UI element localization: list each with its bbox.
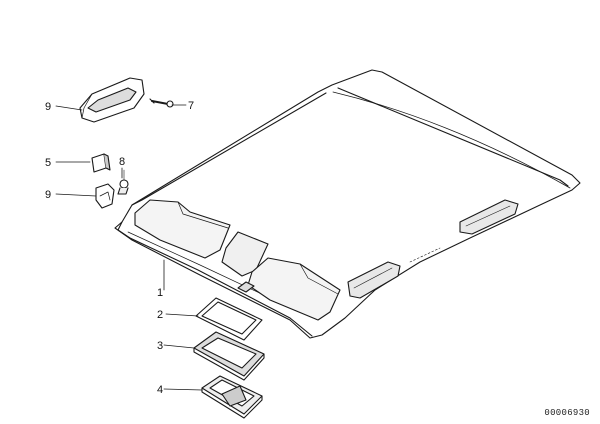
callout-2: 2 <box>157 309 163 321</box>
clip-part[interactable] <box>91 153 111 173</box>
callout-1: 1 <box>157 287 163 299</box>
callout-9-bottom: 9 <box>45 189 51 201</box>
callout-9-top: 9 <box>45 101 51 113</box>
leader-lines <box>55 104 203 391</box>
interior-lamp-part[interactable] <box>201 375 263 419</box>
bracket-part[interactable] <box>95 183 115 209</box>
callout-3: 3 <box>157 340 163 352</box>
callout-5: 5 <box>45 157 51 169</box>
grab-handle-part[interactable] <box>79 77 145 123</box>
lamp-frame-part[interactable] <box>193 331 265 381</box>
gasket-frame-part[interactable] <box>195 297 263 341</box>
document-number: 00006930 <box>544 408 590 418</box>
headliner-part[interactable] <box>114 69 581 339</box>
callout-8: 8 <box>119 156 125 168</box>
callout-7: 7 <box>188 100 194 112</box>
fastener-part[interactable] <box>117 169 129 195</box>
callout-4: 4 <box>157 384 163 396</box>
screw-part[interactable] <box>149 98 174 108</box>
